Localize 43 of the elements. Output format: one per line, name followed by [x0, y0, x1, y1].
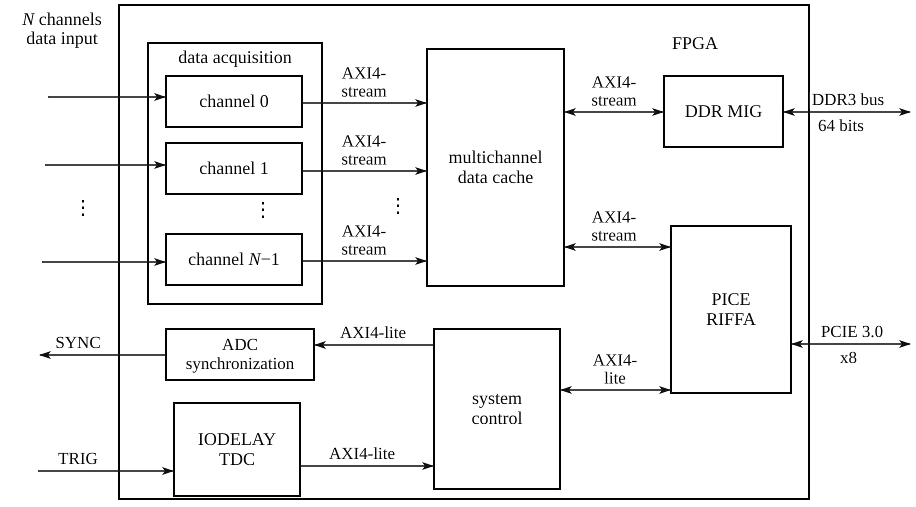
ellipsis-mark: ⋮: [388, 196, 408, 217]
arrow: [39, 351, 165, 359]
arrow: [564, 243, 671, 251]
block-box: [426, 48, 565, 287]
block-box: [670, 225, 792, 394]
arrow: [303, 99, 427, 107]
block-label: IODELAY TDC: [196, 430, 278, 470]
input-label: N channels data input: [21, 10, 103, 48]
block-box: [173, 402, 301, 497]
arrow: [45, 161, 166, 169]
arrow: [564, 108, 664, 116]
arrow: [301, 462, 434, 470]
block-label: DDR MIG: [684, 102, 764, 122]
block-label: channel 1: [198, 158, 270, 178]
block-label: PICE RIFFA: [705, 290, 757, 330]
arrow: [42, 258, 166, 266]
block-box: [165, 75, 303, 128]
arrow: [314, 341, 433, 349]
block-box: [165, 328, 315, 381]
arrow: [303, 167, 427, 175]
block-label: FPGA: [671, 34, 720, 54]
block-box: [147, 42, 323, 305]
block-label: multichannel data cache: [448, 148, 544, 188]
arrow: [560, 386, 671, 394]
arrow: [303, 257, 427, 265]
block-box: [663, 75, 784, 148]
block-label: channel 0: [198, 92, 270, 112]
arrow: [48, 93, 166, 101]
arrow: [38, 467, 174, 475]
block-label: system control: [470, 389, 524, 429]
block-label: ADC synchronization: [184, 336, 296, 374]
block-label: data acquisition: [177, 48, 293, 68]
block-box: [433, 328, 561, 490]
arrow: [783, 108, 911, 116]
block-box: [165, 142, 303, 195]
ellipsis-mark: ⋮: [253, 200, 273, 221]
bus-width-label: 64 bits: [818, 117, 864, 135]
lane-count-label: x8: [840, 349, 857, 367]
block-box: [118, 4, 810, 500]
block-box: [165, 233, 303, 286]
block-label: channel N−1: [187, 250, 281, 270]
arrow: [791, 340, 911, 348]
ellipsis-mark: ⋮: [73, 198, 93, 219]
